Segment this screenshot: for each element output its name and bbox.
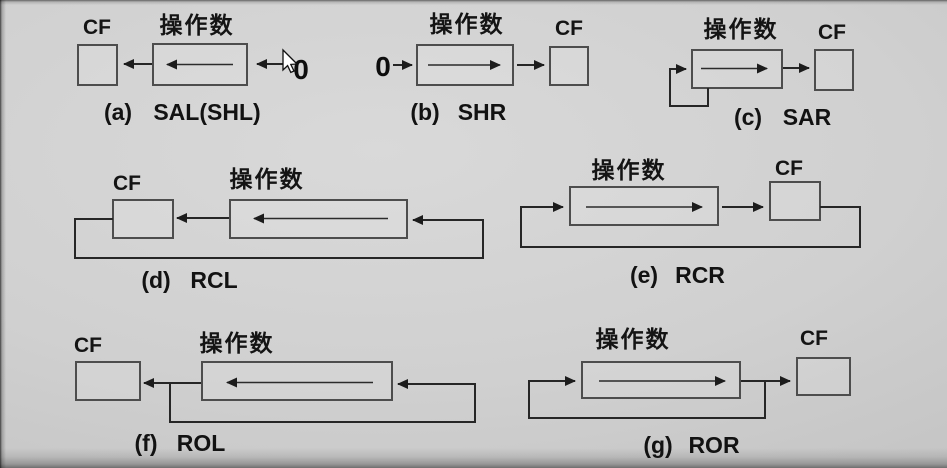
operand-label: 操作数	[230, 167, 305, 193]
sign-bit-feedback-loop	[669, 64, 709, 107]
caption-name: ROR	[688, 432, 740, 458]
cf-box	[814, 49, 854, 91]
operand-label: 操作数	[596, 327, 671, 353]
caption-prefix: (d)	[141, 267, 170, 293]
zero-input-label: 0	[375, 51, 391, 82]
diagram-sar: 操作数 CF (c) SAR	[669, 17, 854, 130]
cf-box	[77, 44, 118, 86]
caption-name: SAL(SHL)	[153, 99, 260, 125]
caption-name: SAR	[783, 104, 832, 130]
diagram-rol: CF 操作数 (f) ROL	[74, 331, 476, 456]
cf-label: CF	[555, 17, 583, 40]
diagram-rcl: CF 操作数 (d) RCL	[74, 167, 484, 293]
rotate-loop	[528, 376, 766, 419]
diagram-ror: 操作数 CF (g) ROR	[528, 327, 851, 458]
carry-rotate-loop	[74, 215, 484, 259]
cf-box	[796, 357, 851, 396]
operand-box	[569, 186, 719, 226]
operand-box	[581, 361, 741, 399]
caption-name: SHR	[458, 99, 507, 125]
operand-box	[201, 361, 393, 401]
caption-name: ROL	[177, 430, 226, 456]
cf-label: CF	[113, 172, 141, 195]
operand-label: 操作数	[704, 17, 779, 43]
cf-box	[112, 199, 174, 239]
operand-label: 操作数	[430, 12, 505, 38]
cf-label: CF	[775, 157, 803, 180]
mouse-cursor-icon	[282, 48, 299, 74]
cf-box	[75, 361, 141, 401]
caption-prefix: (a)	[104, 99, 132, 125]
rotate-loop	[169, 379, 476, 423]
diagram-sal-shl: CF 操作数 0 (a) SAL(SHL)	[77, 13, 309, 125]
caption-prefix: (b)	[410, 99, 439, 125]
operand-label: 操作数	[200, 331, 275, 357]
cf-label: CF	[83, 16, 111, 39]
caption-prefix: (e)	[630, 262, 658, 288]
caption-prefix: (g)	[643, 432, 672, 458]
cf-label: CF	[818, 21, 846, 44]
carry-rotate-loop	[520, 202, 861, 248]
cf-box	[769, 181, 821, 221]
operand-label: 操作数	[160, 13, 235, 39]
operand-label: 操作数	[592, 158, 667, 184]
caption-prefix: (f)	[135, 430, 158, 456]
diagram-rcr: 操作数 CF (e) RCR	[520, 157, 861, 288]
caption-name: RCL	[190, 267, 237, 293]
caption-name: RCR	[675, 262, 725, 288]
zero-input-label: 0	[293, 54, 309, 85]
cf-label: CF	[800, 327, 828, 350]
diagram-shr: 0 操作数 CF (b) SHR	[375, 12, 589, 125]
cf-label: CF	[74, 334, 102, 357]
caption-prefix: (c)	[734, 104, 762, 130]
cf-box	[549, 46, 589, 86]
